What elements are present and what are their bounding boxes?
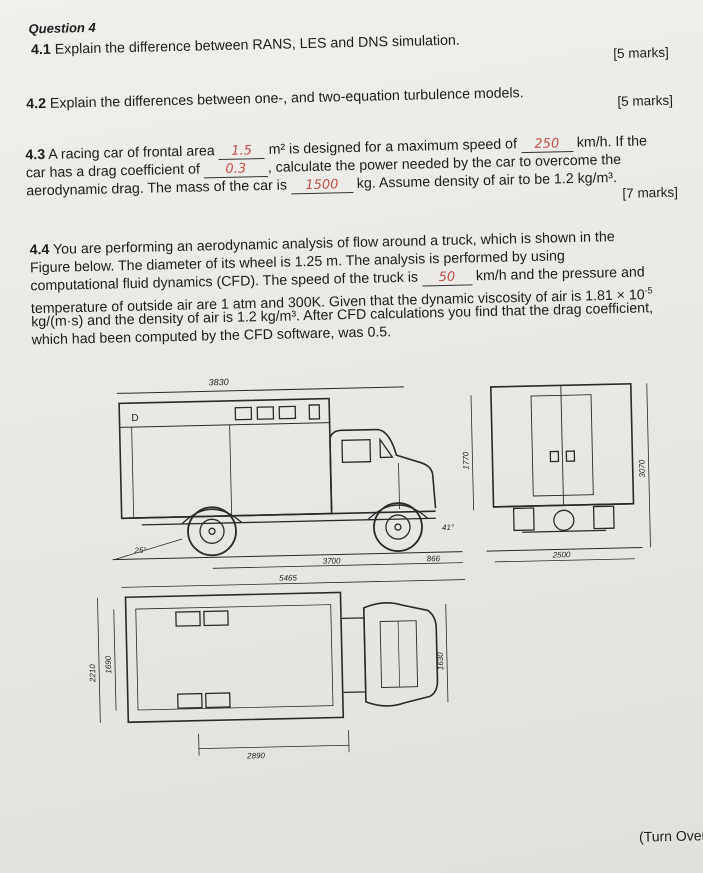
cd-answer-blank: 0.3 — [203, 161, 268, 179]
dim-cab-width: 1630 — [436, 652, 445, 671]
q43-number: 4.3 — [25, 146, 46, 164]
dim-wheelbase: 3700 — [323, 556, 342, 565]
q41-number: 4.1 — [30, 41, 51, 59]
q42-marks: [5 marks] — [617, 92, 674, 109]
speed-answer-blank: 250 — [520, 136, 574, 154]
q41-line: 4.1 Explain the difference between RANS,… — [31, 32, 460, 60]
area-answer-blank: 1.5 — [218, 143, 265, 161]
q43-marks: [7 marks] — [622, 184, 679, 201]
top-view: 1630 2210 1690 2890 — [88, 591, 449, 761]
dim-overall-height: 3070 — [637, 459, 646, 478]
mass-answer-blank: 1500 — [290, 177, 354, 195]
dim-box-length: 2890 — [246, 751, 266, 760]
dim-rear-track: 2500 — [552, 550, 572, 559]
q43-text-3b: kg. Assume density of air to be 1.2 kg/m… — [356, 170, 618, 192]
dim-approach-angle: 25° — [133, 546, 147, 555]
dim-height: 1770 — [461, 451, 470, 470]
dim-departure-angle: 41° — [442, 523, 455, 532]
side-view: 3830 D — [112, 377, 475, 588]
dim-overall-length: 5465 — [279, 573, 298, 582]
turn-over-note: (Turn Over) — [638, 827, 703, 845]
dim-inner-width: 1690 — [104, 655, 113, 674]
dim-overall-width: 2210 — [88, 664, 97, 684]
q42-number: 4.2 — [26, 95, 47, 113]
rear-view: 2500 3070 — [486, 382, 651, 563]
box-label: D — [131, 413, 138, 424]
q43-text-1c: km/h. If the — [576, 133, 648, 151]
q43-text-3a: aerodynamic drag. The mass of the car is — [26, 177, 288, 200]
question-title: Question 4 — [28, 19, 96, 37]
q41-marks: [5 marks] — [613, 44, 669, 62]
q41-text: Explain the difference between RANS, LES… — [54, 32, 460, 58]
truck-drawing: 3830 D — [88, 377, 651, 761]
q44-number: 4.4 — [29, 241, 50, 259]
q44-exponent: -5 — [644, 285, 653, 296]
truck-speed-blank: 50 — [421, 270, 473, 287]
q42-line: 4.2 Explain the differences between one-… — [26, 84, 524, 113]
dim-top-length: 3830 — [209, 377, 229, 387]
q42-text: Explain the differences between one-, an… — [49, 85, 524, 112]
dim-front-overhang: 866 — [427, 554, 441, 563]
